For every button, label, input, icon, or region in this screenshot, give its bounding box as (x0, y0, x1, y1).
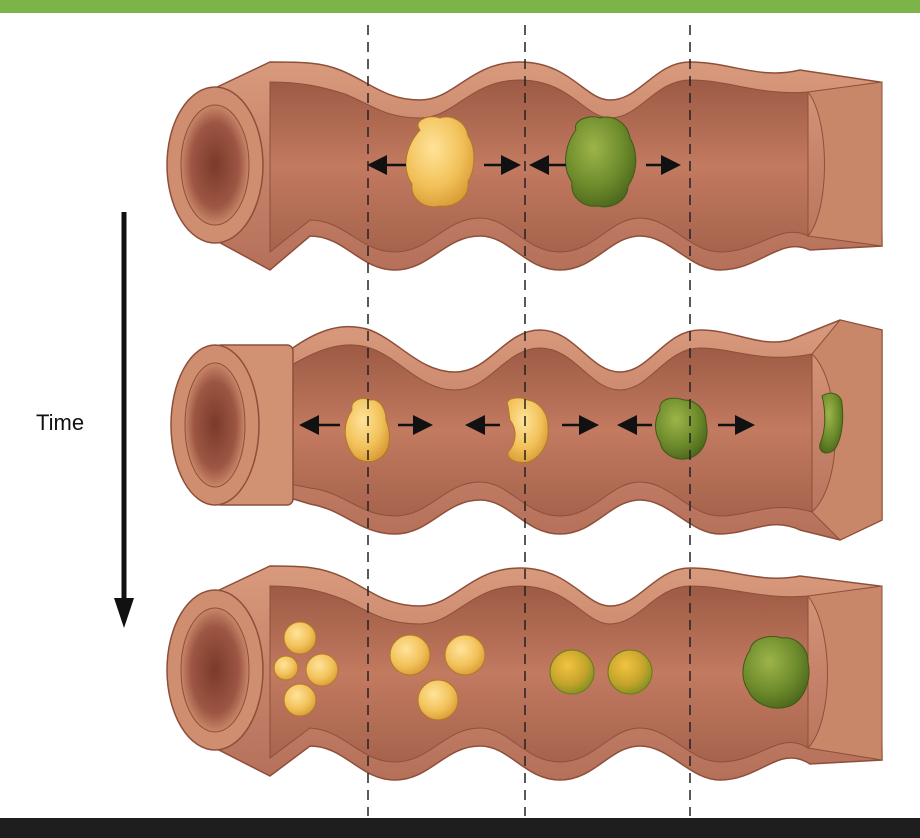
yellow-bolus (283, 683, 317, 717)
yellow-bolus (417, 679, 459, 721)
tube-opening (180, 104, 250, 226)
tube-cut-edge (806, 585, 883, 761)
mixed-bolus (549, 649, 595, 695)
yellow-bolus (273, 655, 299, 681)
tube-opening (180, 607, 250, 733)
time-arrow-head (114, 598, 134, 628)
tube-lumen (289, 344, 813, 517)
green-bolus (655, 397, 708, 460)
intestine-segment-stage-3 (166, 565, 883, 781)
yellow-bolus (389, 634, 431, 676)
footer-bar (0, 818, 920, 838)
green-bolus (565, 116, 637, 208)
time-label: Time (36, 410, 85, 435)
intestine-segment-stage-2 (170, 319, 883, 541)
yellow-bolus (444, 634, 486, 676)
mixed-bolus (607, 649, 653, 695)
tube-cut-edge (807, 81, 883, 247)
tube-lumen (269, 585, 809, 763)
header-accent-bar (0, 0, 920, 13)
yellow-bolus (405, 116, 475, 208)
intestine-segment-stage-1 (166, 61, 883, 271)
yellow-bolus (305, 653, 339, 687)
yellow-bolus (506, 397, 549, 463)
tube-cut-edge (811, 319, 883, 541)
green-bolus (742, 636, 810, 709)
tube-opening (184, 362, 246, 488)
green-bolus (819, 392, 844, 454)
yellow-bolus (283, 621, 317, 655)
